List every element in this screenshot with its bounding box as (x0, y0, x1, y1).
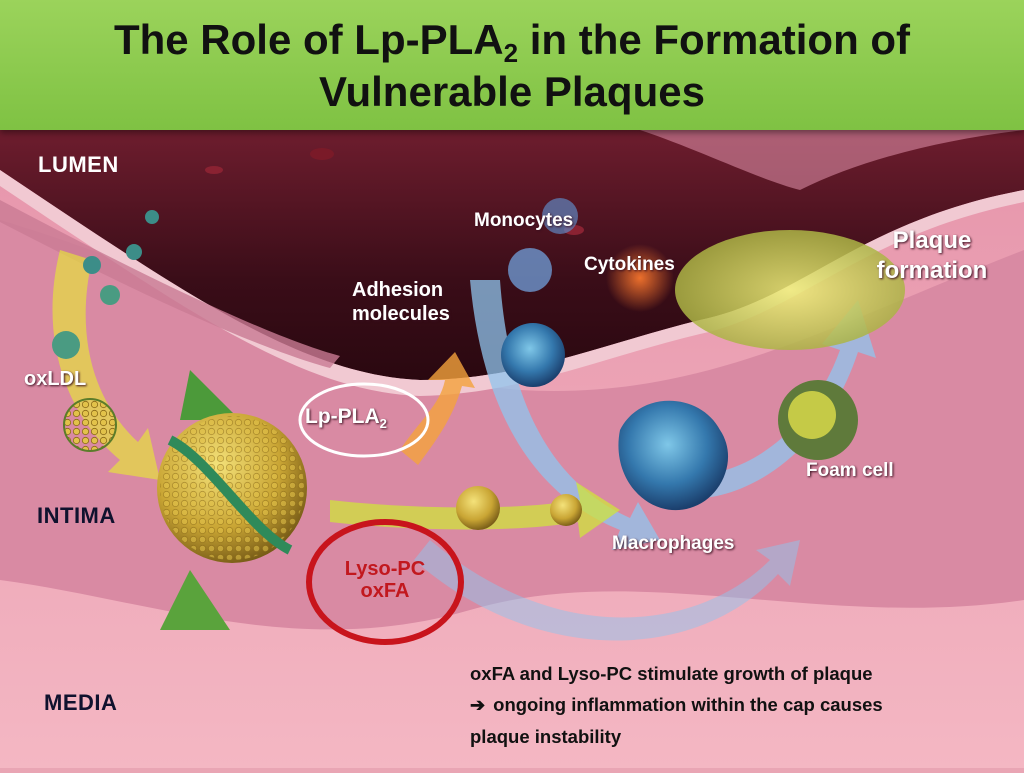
adhesion-line-1: Adhesion (352, 279, 444, 301)
lysopc-oxfa-label: Lyso-PC oxFA (320, 558, 450, 602)
plaque-formation-label: Plaque formation (852, 226, 1012, 286)
vessel-fold (0, 200, 340, 368)
rbc-icon (310, 148, 334, 160)
media-label: MEDIA (44, 690, 118, 715)
lppla2-label: Lp-PLA2 (305, 405, 387, 431)
macrophage-icon (618, 400, 729, 511)
lysopc-text: Lyso-PC (344, 558, 426, 580)
ldl-sphere-icon (157, 370, 307, 630)
oxldl-label: oxLDL (24, 368, 87, 390)
caption-note: oxFA and Lyso-PC stimulate growth of pla… (470, 658, 990, 752)
rbc-icon (205, 166, 223, 174)
plaque-icon (675, 230, 905, 350)
foam-cell-label: Foam cell (806, 460, 894, 481)
title-line-1: The Role of Lp-PLA2 in the Formation of (0, 14, 1024, 66)
monocytes-label: Monocytes (474, 210, 574, 231)
oxldl-entry-arrow (52, 250, 160, 480)
lumen-space (0, 130, 1024, 380)
ldl-particle-icon (456, 486, 500, 530)
note-line-1: oxFA and Lyso-PC stimulate growth of pla… (470, 663, 873, 684)
note-line-2-wrap: ➔ ongoing inflammation within the cap ca… (470, 689, 990, 721)
artery-illustration (0, 130, 1024, 768)
title-text-b: in the Formation of (518, 16, 911, 63)
macrophages-label: Macrophages (612, 533, 735, 554)
cytokines-icon (606, 244, 674, 312)
lppla2-subscript: 2 (379, 416, 387, 432)
artery-cross-section (0, 130, 1024, 768)
feedback-arrow (414, 540, 800, 641)
adhesion-molecules-label: Adhesion molecules (352, 278, 450, 326)
intima-label: INTIMA (37, 503, 116, 528)
title-text-a: The Role of Lp-PLA (113, 16, 504, 63)
oxldl-particles (52, 210, 159, 452)
title-banner: The Role of Lp-PLA2 in the Formation of … (0, 0, 1024, 130)
page-title: The Role of Lp-PLA2 in the Formation of … (0, 14, 1024, 118)
plaque-line-2: formation (876, 257, 988, 284)
monocyte-adhered-icon (501, 323, 565, 387)
monocyte-icon (508, 248, 552, 292)
monocyte-icon (542, 198, 578, 234)
lppla2-highlight-circle (298, 382, 430, 458)
lppla2-text: Lp-PLA (305, 405, 380, 428)
title-subscript: 2 (503, 38, 519, 68)
ldl-particle-icon (550, 494, 582, 526)
upper-wall (640, 130, 1024, 190)
cytokines-label: Cytokines (584, 254, 675, 275)
right-arrow-icon: ➔ (470, 695, 486, 715)
plaque-line-1: Plaque (892, 227, 972, 254)
foam-cell-lipid (788, 391, 836, 439)
lumen-label: LUMEN (38, 152, 119, 177)
lysopc-highlight-circle (306, 519, 464, 645)
adhesion-line-2: molecules (352, 303, 450, 325)
oxfa-text: oxFA (360, 580, 410, 602)
title-line-2: Vulnerable Plaques (319, 68, 705, 115)
note-line-3: plaque instability (470, 726, 622, 747)
note-line-2: ongoing inflammation within the cap caus… (493, 694, 883, 715)
